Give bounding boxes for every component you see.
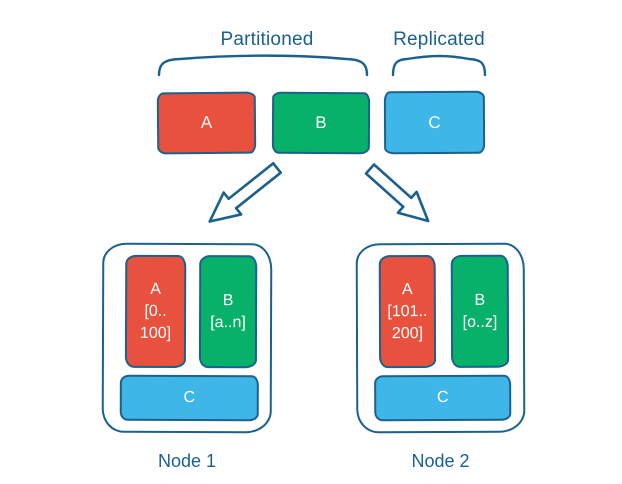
node1-label: Node 1 <box>157 451 217 471</box>
top-box-c-label: C <box>428 112 441 132</box>
arrow-to-node2-icon <box>364 163 430 223</box>
node2-partition-a-text: A [101.. 200] <box>387 279 427 345</box>
partition-range-line: [o..z] <box>462 313 498 331</box>
replicated-brace-icon <box>391 54 487 77</box>
replicated-label: Replicated <box>393 29 485 50</box>
partitioned-brace-icon <box>157 54 369 77</box>
node2-partition-b: B [o..z] <box>450 254 510 368</box>
partition-range-line: 200] <box>391 324 424 342</box>
node1-partition-b-text: B [a..n] <box>210 290 246 334</box>
partition-id: A <box>150 280 162 298</box>
node2-partition-b-text: B [o..z] <box>462 289 498 333</box>
partition-range-line: [0.. <box>144 302 167 320</box>
top-box-b-label: B <box>315 112 327 133</box>
node1-container: A [0.. 100] B [a..n] C <box>101 242 273 434</box>
node1-partition-a-text: A [0.. 100] <box>140 278 171 344</box>
replica-id: C <box>183 388 196 407</box>
partitioned-label: Partitioned <box>220 29 314 50</box>
partition-range-line: 100] <box>139 324 172 342</box>
node1-partition-b: B [a..n] <box>198 255 258 369</box>
node2-partition-a: A [101.. 200] <box>378 255 437 369</box>
node2-container: A [101.. 200] B [o..z] C <box>355 242 526 434</box>
top-box-a-label: A <box>200 112 213 133</box>
top-box-c: C <box>383 90 486 155</box>
node2-replica-c: C <box>374 374 512 422</box>
node2-label: Node 2 <box>411 451 470 471</box>
node1-replica-c: C <box>119 374 259 422</box>
top-box-b: B <box>271 91 371 155</box>
partition-id: B <box>222 291 234 309</box>
node1-partition-a: A [0.. 100] <box>124 254 187 368</box>
partition-range-line: [a..n] <box>210 313 246 331</box>
partition-id: A <box>401 280 413 298</box>
replica-id: C <box>436 388 449 407</box>
arrow-to-node1-icon <box>208 162 283 223</box>
partition-range-line: [101.. <box>387 302 428 320</box>
top-box-a: A <box>156 91 257 155</box>
partition-id: B <box>474 291 486 309</box>
